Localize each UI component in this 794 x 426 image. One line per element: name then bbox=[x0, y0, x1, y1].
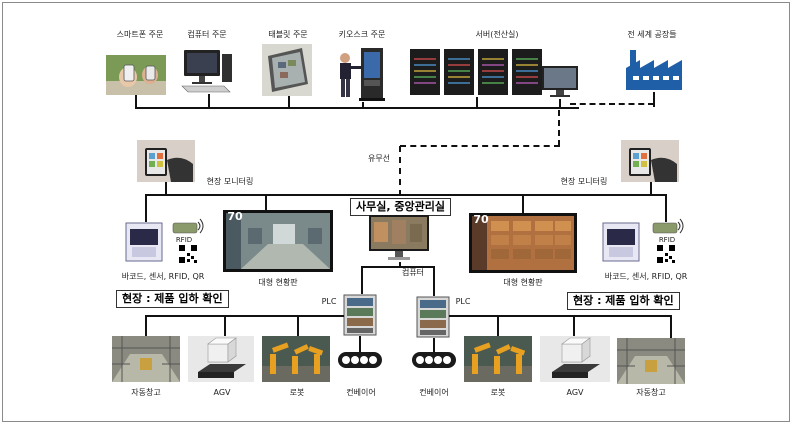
monitoring-right-label: 현장 모니터링 bbox=[560, 177, 608, 186]
kiosk-order-label: 키오스크 주문 bbox=[338, 30, 386, 39]
conveyor-right-icon bbox=[410, 348, 458, 372]
monitoring-left-label: 현장 모니터링 bbox=[206, 177, 254, 186]
middle-network-line bbox=[145, 194, 667, 196]
bottom-right-bus bbox=[449, 315, 672, 317]
rfid-tag-right-label: RFID bbox=[658, 236, 676, 244]
connector-kiosk bbox=[362, 102, 364, 108]
servers-image bbox=[408, 45, 546, 97]
dashed-link-vertical-a bbox=[558, 110, 560, 146]
big-board-right-image bbox=[469, 213, 577, 273]
computer-order-label: 컴퓨터 주문 bbox=[187, 30, 227, 39]
dashed-link-vertical-b bbox=[399, 146, 401, 196]
conveyor-left-icon bbox=[336, 348, 384, 372]
auto-warehouse-left-image bbox=[112, 336, 180, 382]
sensors-right-label: 바코드, 센서, RFID, QR bbox=[604, 272, 688, 281]
connector-tablet bbox=[288, 96, 290, 108]
plc-left-label: PLC bbox=[321, 297, 337, 306]
agv-left-label: AGV bbox=[213, 388, 231, 397]
rfid-tag-right-image bbox=[652, 216, 684, 234]
server-monitor-image bbox=[541, 65, 579, 99]
connector-plc-right bbox=[433, 266, 435, 296]
plc-left-cabinet bbox=[343, 294, 377, 336]
plc-right-cabinet bbox=[416, 296, 450, 338]
sensors-left-label: 바코드, 센서, RFID, QR bbox=[121, 272, 205, 281]
auto-warehouse-right-image bbox=[617, 338, 685, 384]
big-board-right-label: 대형 현황판 bbox=[503, 278, 543, 287]
factories-label: 전 세계 공장들 bbox=[627, 30, 677, 39]
big-board-right-number: 70 bbox=[473, 213, 489, 226]
big-board-left-image bbox=[223, 210, 333, 272]
dashed-link-factory bbox=[570, 103, 654, 105]
agv-left-image bbox=[188, 336, 254, 382]
barcode-printer-left-image bbox=[124, 221, 164, 263]
rfid-tag-left-image bbox=[172, 216, 204, 234]
factory-icon bbox=[624, 48, 684, 92]
connector-monitoring-left bbox=[165, 182, 167, 194]
connector-computer-down bbox=[399, 262, 401, 268]
diagram-frame bbox=[2, 2, 790, 422]
central-computer-label: 컴퓨터 bbox=[401, 268, 425, 277]
connector-monitoring-right bbox=[650, 182, 652, 194]
monitoring-right-image bbox=[621, 140, 679, 182]
smartphone-image bbox=[106, 55, 166, 95]
connector-conveyor-right bbox=[433, 338, 435, 352]
qr-code-right-icon bbox=[656, 244, 676, 264]
server-room-label: 서버(전산실) bbox=[475, 30, 519, 39]
qr-code-left-icon bbox=[178, 244, 198, 264]
agv-right-image bbox=[540, 336, 610, 382]
office-control-room-label: 사무실, 중앙관리실 bbox=[350, 198, 451, 216]
conveyor-left-label: 컨베이어 bbox=[346, 388, 376, 397]
wired-wireless-label: 유무선 bbox=[367, 154, 391, 163]
connector-factory bbox=[653, 92, 655, 107]
conveyor-right-label: 컨베이어 bbox=[419, 388, 449, 397]
robot-left-image bbox=[262, 336, 330, 382]
site-right-label: 현장 : 제품 입하 확인 bbox=[567, 292, 680, 310]
computer-plc-bus bbox=[361, 266, 435, 268]
computer-image bbox=[180, 46, 238, 94]
barcode-printer-right-image bbox=[601, 221, 641, 263]
robot-left-label: 로봇 bbox=[289, 388, 305, 397]
connector-warehouse-left bbox=[145, 315, 147, 336]
connector-robot-right bbox=[497, 315, 499, 338]
connector-board-right bbox=[522, 194, 524, 214]
connector-server-monitor bbox=[559, 99, 561, 108]
big-board-left-number: 70 bbox=[227, 210, 243, 223]
site-left-label: 현장 : 제품 입하 확인 bbox=[116, 290, 229, 308]
connector-computer bbox=[208, 94, 210, 108]
monitoring-left-image bbox=[137, 140, 195, 182]
connector-plc-left bbox=[361, 266, 363, 294]
tablet-order-label: 태블릿 주문 bbox=[268, 30, 308, 39]
connector-robot-left bbox=[297, 315, 299, 338]
connector-conveyor-left bbox=[359, 336, 361, 352]
kiosk-image bbox=[333, 46, 389, 102]
robot-right-label: 로봇 bbox=[490, 388, 506, 397]
auto-warehouse-right-label: 자동창고 bbox=[636, 388, 666, 397]
connector-sensors-left bbox=[145, 194, 147, 222]
connector-warehouse-right bbox=[670, 315, 672, 338]
connector-sensors-right bbox=[665, 194, 667, 222]
central-computer-image bbox=[368, 214, 430, 262]
smartphone-order-label: 스마트폰 주문 bbox=[116, 30, 164, 39]
rfid-tag-left-label: RFID bbox=[175, 236, 193, 244]
big-board-left-label: 대형 현황판 bbox=[258, 278, 298, 287]
connector-servers bbox=[476, 97, 478, 108]
tablet-image bbox=[262, 44, 312, 96]
connector-agv-left bbox=[224, 315, 226, 338]
agv-right-label: AGV bbox=[566, 388, 584, 397]
connector-agv-right bbox=[573, 315, 575, 336]
connector-smartphone bbox=[135, 95, 137, 108]
auto-warehouse-left-label: 자동창고 bbox=[131, 388, 161, 397]
robot-right-image bbox=[464, 336, 532, 382]
dashed-link-horizontal bbox=[400, 145, 560, 147]
plc-right-label: PLC bbox=[455, 297, 471, 306]
connector-board-left bbox=[265, 194, 267, 210]
top-network-line bbox=[135, 107, 579, 109]
bottom-left-bus bbox=[145, 315, 344, 317]
